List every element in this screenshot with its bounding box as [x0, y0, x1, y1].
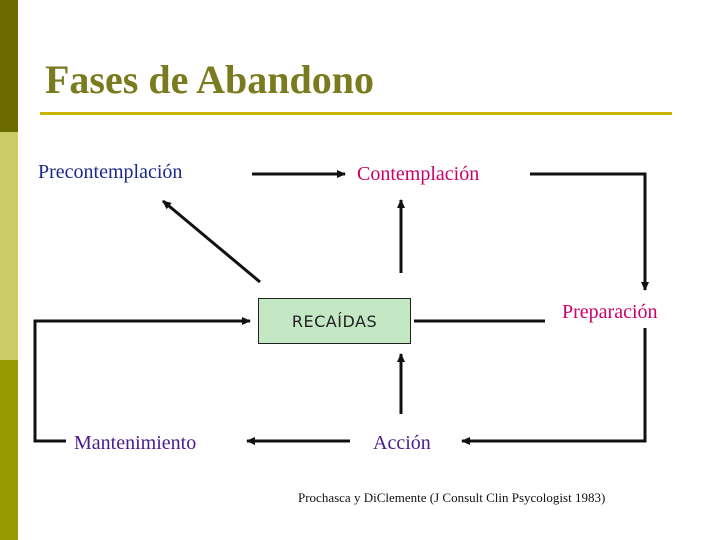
node-recaidas-box: RECAÍDAS	[258, 298, 411, 344]
node-accion: Acción	[373, 432, 431, 454]
slide-title: Fases de Abandono	[45, 57, 374, 102]
arrow-preparation-to-action	[461, 328, 647, 445]
arrow-contemplation-to-preparation	[530, 172, 649, 291]
sidebar-band-dark	[0, 0, 18, 132]
node-recaidas-label: RECAÍDAS	[291, 311, 378, 331]
node-contemplacion: Contemplación	[357, 163, 480, 185]
sidebar-band-olive	[0, 360, 18, 540]
arrow-maintenance-to-relapse	[33, 317, 251, 443]
citation-text: Prochasca y DiClemente (J Consult Clin P…	[298, 490, 606, 505]
arrow-relapse-to-precontemplation	[162, 199, 261, 284]
node-mantenimiento: Mantenimiento	[74, 432, 197, 454]
node-precontemplacion: Precontemplación	[38, 161, 183, 183]
title-underline	[40, 112, 672, 115]
sidebar-band-light	[0, 132, 18, 360]
node-preparacion: Preparación	[562, 301, 658, 323]
